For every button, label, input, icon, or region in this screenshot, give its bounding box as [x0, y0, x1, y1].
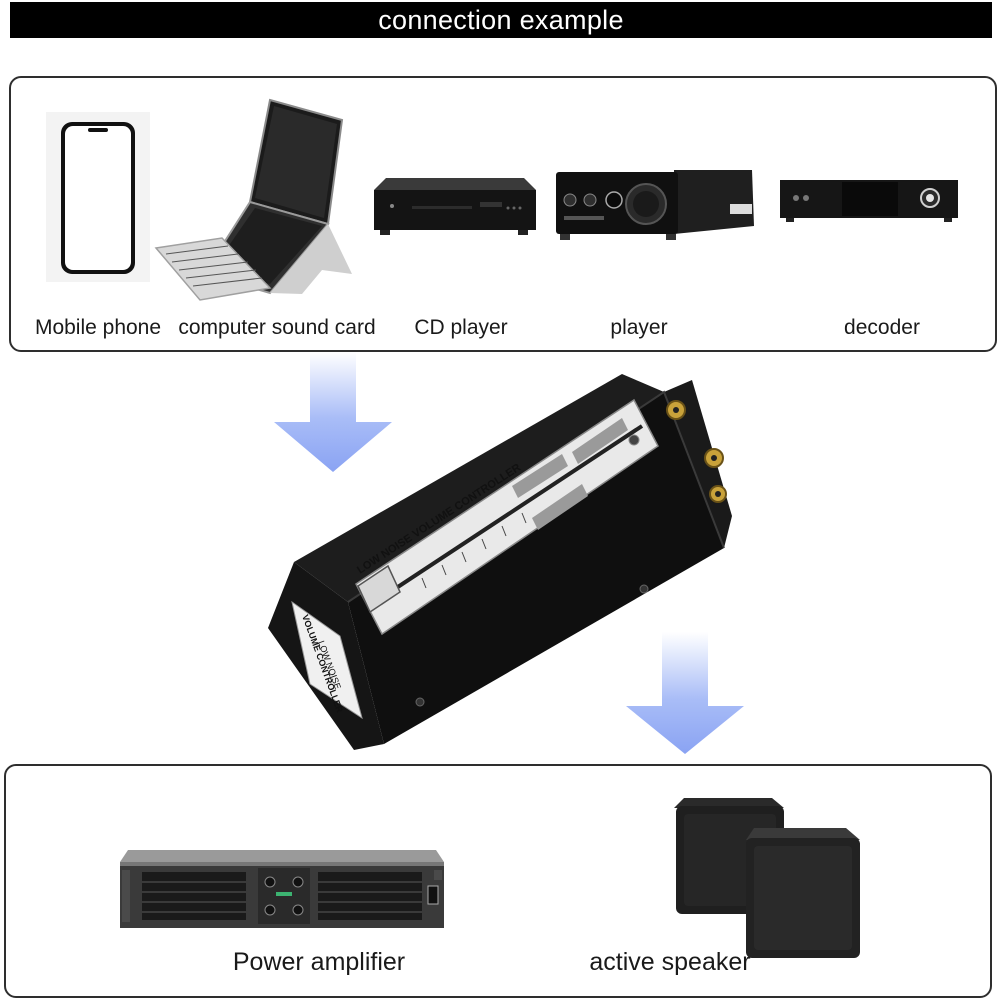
- source-label-mobile-phone: Mobile phone: [34, 316, 162, 339]
- cd-player-icon: [374, 178, 536, 235]
- power-amplifier-icon: [120, 850, 444, 928]
- arrow-down-icon: [274, 352, 392, 472]
- speaker-icon: [674, 798, 860, 958]
- output-label-active-speaker: active speaker: [589, 948, 751, 976]
- volume-controller-icon: LOW NOISE VOLUME CONTROLLER VOLUME CONTR…: [268, 374, 732, 750]
- decoder-icon: [780, 180, 958, 222]
- source-label-computer-sound-card: computer sound card: [178, 316, 376, 339]
- source-label-cd-player: CD player: [414, 316, 508, 339]
- output-label-power-amplifier: Power amplifier: [232, 948, 406, 976]
- header-bar: [10, 2, 992, 38]
- laptop-icon: [154, 98, 352, 301]
- arrow-down-icon: [626, 632, 744, 754]
- source-label-decoder: decoder: [844, 316, 920, 339]
- audio-player-icon: [556, 170, 754, 240]
- source-label-player: player: [610, 316, 668, 339]
- mobile-phone-icon: [46, 112, 150, 282]
- header-title: connection example: [378, 5, 624, 35]
